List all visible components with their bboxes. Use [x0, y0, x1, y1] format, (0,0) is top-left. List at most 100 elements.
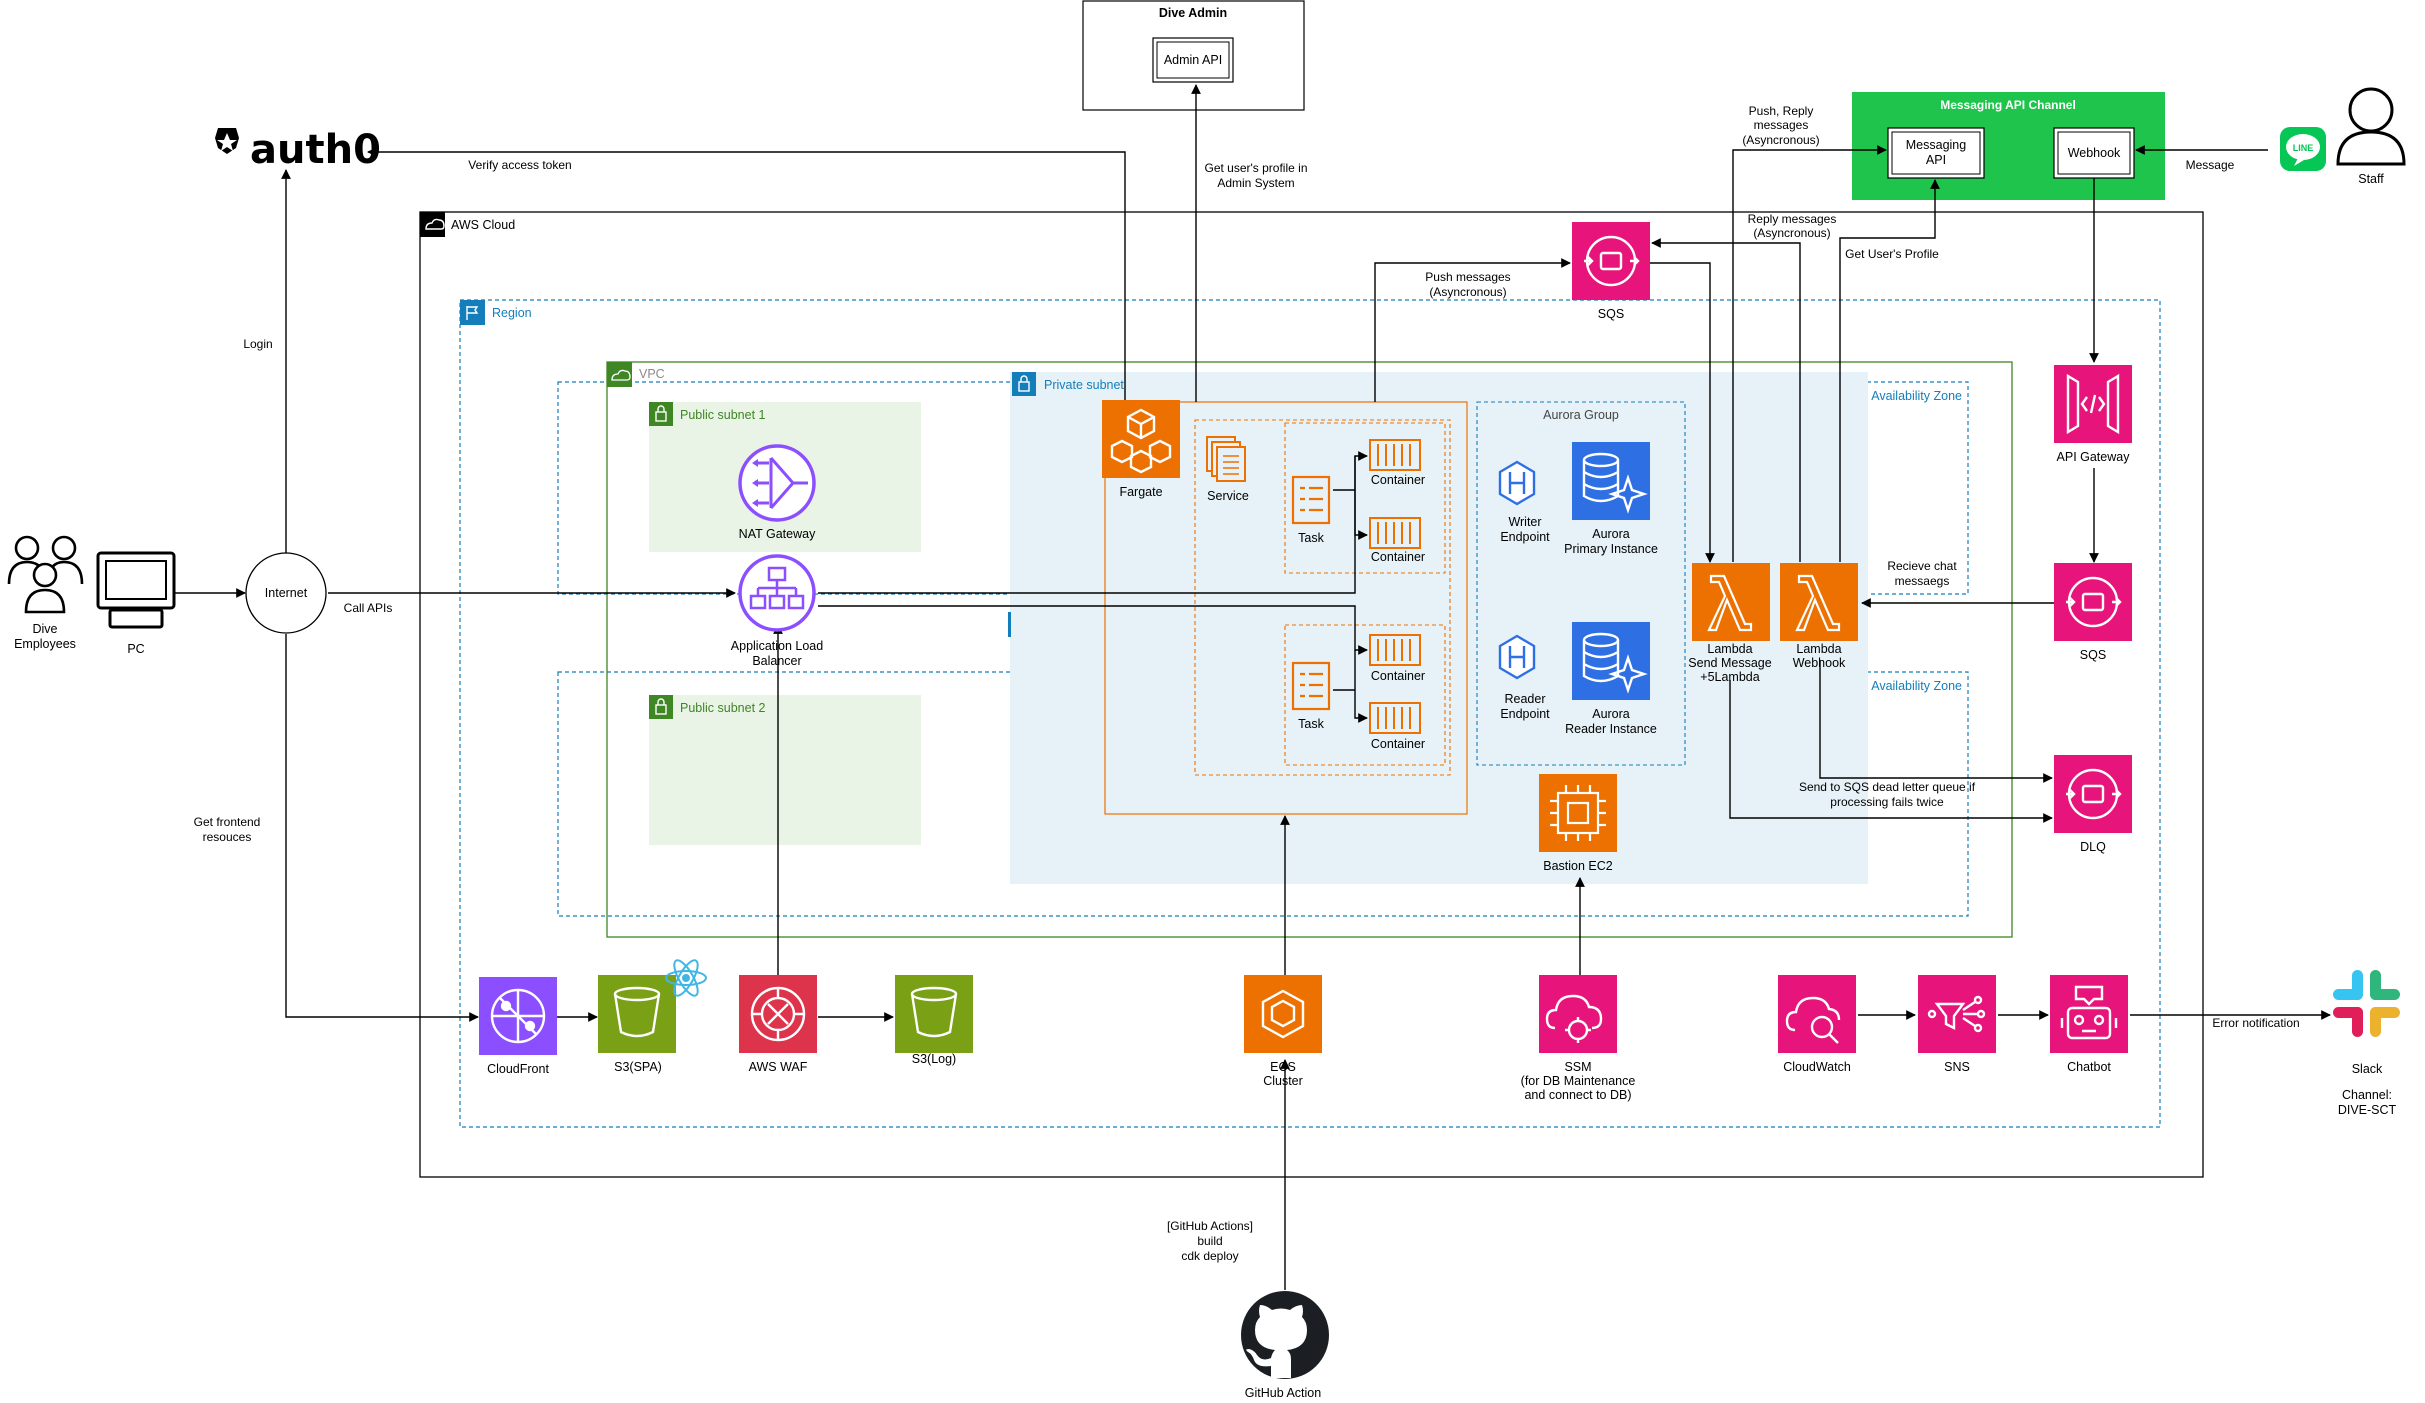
availability-zone-2: Availability Zone	[557, 671, 1969, 917]
edge-label-push-messages-1: Push messages	[1425, 270, 1510, 284]
container-1-label: Container	[1371, 473, 1425, 487]
ssm-label-2: (for DB Maintenance	[1521, 1074, 1636, 1088]
sqs-top-label: SQS	[1598, 307, 1624, 321]
writer-endpoint-label-1: Writer	[1508, 515, 1541, 529]
dlq-label: DLQ	[2080, 840, 2106, 854]
container-2-label: Container	[1371, 550, 1425, 564]
edge-label-reply-2: (Asyncronous)	[1753, 226, 1830, 240]
service-label: Service	[1207, 489, 1249, 503]
fargate-group	[1104, 401, 1468, 815]
public-subnet-2: Public subnet 2	[649, 695, 921, 845]
container-2: Container	[1369, 517, 1425, 564]
sqs-right-label: SQS	[2080, 648, 2106, 662]
aws-waf-label: AWS WAF	[749, 1060, 808, 1074]
vpc-label: VPC	[639, 367, 665, 381]
nat-gateway: NAT Gateway	[738, 444, 816, 541]
region-flag-icon	[466, 306, 479, 320]
aws-cloud-group: AWS Cloud	[419, 211, 2204, 1178]
lambda-icon	[1780, 563, 1858, 641]
internet-label: Internet	[265, 586, 308, 600]
api-gateway-label: API Gateway	[2057, 450, 2131, 464]
public-subnet-2-label: Public subnet 2	[680, 701, 766, 715]
messaging-api-label-2: API	[1926, 153, 1946, 167]
s3-bucket-icon	[598, 975, 676, 1053]
s3-bucket-icon	[895, 975, 973, 1053]
sqs-right: SQS	[2054, 563, 2132, 662]
ssm: SSM (for DB Maintenance and connect to D…	[1521, 975, 1636, 1102]
task-2: Task	[1291, 661, 1331, 731]
computer-icon	[96, 551, 176, 629]
cloudfront: CloudFront	[479, 977, 557, 1076]
edge-label-frontend-2: resouces	[203, 830, 252, 844]
aurora-reader: Aurora Reader Instance	[1565, 622, 1657, 736]
edge-label-push-messages-2: (Asyncronous)	[1429, 285, 1506, 299]
container-4: Container	[1369, 702, 1425, 751]
s3-spa-label: S3(SPA)	[614, 1060, 662, 1074]
service-group	[1194, 419, 1451, 776]
region-group: Region	[459, 299, 2161, 1128]
edge-label-get-profile: Get User's Profile	[1845, 247, 1939, 261]
edge-label-github-2: build	[1197, 1234, 1222, 1248]
edge-label-push-reply-1: Push, Reply	[1749, 104, 1814, 118]
vpc-cloud-icon	[611, 369, 631, 381]
ecs-cluster-label-1: ECS	[1270, 1060, 1296, 1074]
alb-label-2: Balancer	[752, 654, 801, 668]
sns: SNS	[1918, 975, 1996, 1074]
container-3: Container	[1369, 634, 1425, 683]
cloudfront-label: CloudFront	[487, 1062, 549, 1076]
cloudwatch-label: CloudWatch	[1783, 1060, 1851, 1074]
container-icon	[1369, 702, 1421, 734]
edge-label-receive-chat-2: messaegs	[1895, 574, 1950, 588]
cloud-icon	[425, 218, 445, 230]
admin-api-label: Admin API	[1164, 53, 1222, 67]
lambda-webhook: Lambda Webhook	[1780, 563, 1858, 670]
edge-label-message: Message	[2186, 158, 2235, 172]
lock-icon	[1018, 381, 1030, 392]
pc-label: PC	[127, 642, 144, 656]
slack-label: Slack	[2352, 1062, 2383, 1076]
webhook-label: Webhook	[2068, 146, 2121, 160]
edge-label-dlq-1: Send to SQS dead letter queue if	[1799, 780, 1976, 794]
edge-label-verify-token: Verify access token	[468, 158, 571, 172]
chatbot-label: Chatbot	[2067, 1060, 2111, 1074]
aurora-reader-label-1: Aurora	[1592, 707, 1630, 721]
fargate: Fargate	[1102, 400, 1180, 499]
edge-label-admin-profile-2: Admin System	[1217, 176, 1294, 190]
s3-log-label: S3(Log)	[912, 1052, 956, 1066]
endpoint-icon	[1498, 460, 1536, 506]
line-app: LINE	[2280, 127, 2326, 171]
lambda-send-label-1: Lambda	[1707, 642, 1752, 656]
container-3-label: Container	[1371, 669, 1425, 683]
dlq: DLQ	[2054, 755, 2132, 854]
aurora-primary: Aurora Primary Instance	[1564, 442, 1658, 556]
aurora-primary-label-1: Aurora	[1592, 527, 1630, 541]
edge-label-github-1: [GitHub Actions]	[1167, 1219, 1253, 1233]
pc: PC	[96, 551, 176, 656]
staff: Staff	[2336, 87, 2406, 186]
github-logo-icon	[1241, 1291, 1329, 1379]
dive-employees: Dive Employees	[7, 535, 84, 651]
internet: Internet	[245, 552, 327, 634]
auth0-logo: auth0	[215, 127, 381, 173]
users-icon	[7, 535, 84, 614]
load-balancer-icon	[738, 554, 816, 632]
dive-employees-label-1: Dive	[32, 622, 57, 636]
endpoint-icon	[1498, 634, 1536, 680]
container-4-label: Container	[1371, 737, 1425, 751]
ssm-label-3: and connect to DB)	[1524, 1088, 1631, 1102]
az-2-label: Availability Zone	[1871, 679, 1962, 693]
s3-log: S3(Log)	[895, 975, 973, 1066]
task-1-label: Task	[1298, 531, 1324, 545]
ssm-label-1: SSM	[1564, 1060, 1591, 1074]
container-icon	[1369, 439, 1421, 471]
react-logo-icon	[665, 959, 707, 997]
auth0-wordmark: auth0	[250, 127, 381, 173]
lambda-send-label-2: Send Message	[1688, 656, 1771, 670]
ecs-cluster: ECS Cluster	[1244, 975, 1322, 1088]
aws-cloud-label: AWS Cloud	[451, 218, 515, 232]
slack-channel-label-1: Channel:	[2342, 1088, 2392, 1102]
public-subnet-1-label: Public subnet 1	[680, 408, 766, 422]
edge-label-frontend-1: Get frontend	[194, 815, 261, 829]
api-gateway: API Gateway	[2054, 365, 2132, 464]
